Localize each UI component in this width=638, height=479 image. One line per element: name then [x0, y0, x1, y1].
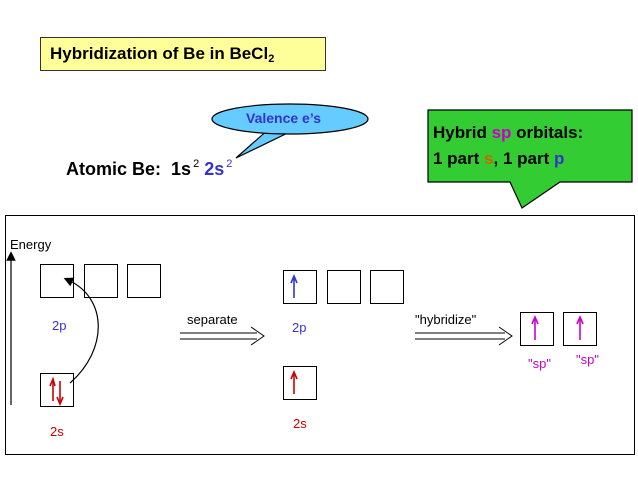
valence-callout-bubble — [211, 103, 369, 135]
left-2s-orbital — [40, 373, 74, 407]
mid-2s-electron — [290, 369, 298, 394]
p-highlight: p — [553, 149, 565, 168]
hybridize-label: "hybridize" — [415, 312, 477, 327]
left-2p-orbital-3 — [127, 264, 161, 298]
sp-highlight: sp — [491, 123, 512, 142]
mid-2p-label: 2p — [292, 320, 307, 335]
title-text: Hybridization of Be in BeCl — [50, 44, 269, 63]
valence-config: 2s — [204, 159, 225, 179]
sp-label-2: "sp" — [576, 352, 599, 367]
separate-label: separate — [187, 312, 238, 327]
s-highlight: s — [484, 149, 494, 168]
valence-callout-text: Valence e’s — [246, 110, 321, 126]
orbital-diagram-panel — [5, 215, 635, 455]
sp-electron-2 — [576, 314, 584, 340]
mid-2s-label: 2s — [293, 416, 307, 431]
hybrid-callout-bubble — [427, 109, 633, 209]
mid-2p-orbital-1 — [283, 270, 317, 304]
mid-2p-orbital-3 — [370, 270, 404, 304]
sp-orbital-1 — [520, 312, 554, 346]
page-title: Hybridization of Be in BeCl2 — [40, 37, 326, 71]
mid-2p-orbital-2 — [327, 270, 361, 304]
hybrid-callout-text: Hybrid sp orbitals: 1 part s, 1 part p — [433, 123, 584, 168]
mid-2s-orbital — [283, 366, 317, 400]
promotion-arrow — [63, 277, 99, 384]
mid-2p-electron — [290, 273, 298, 298]
hybridize-double-arrow — [415, 326, 513, 346]
title-subscript: 2 — [268, 53, 275, 65]
left-2p-orbital-2 — [84, 264, 118, 298]
left-2p-label: 2p — [52, 318, 67, 333]
separate-double-arrow — [180, 326, 265, 346]
sp-label-1: "sp" — [528, 356, 551, 371]
sp-electron-1 — [531, 314, 539, 340]
left-2s-electron-pair — [49, 376, 64, 407]
left-2s-label: 2s — [50, 424, 64, 439]
energy-label: Energy — [10, 237, 52, 252]
